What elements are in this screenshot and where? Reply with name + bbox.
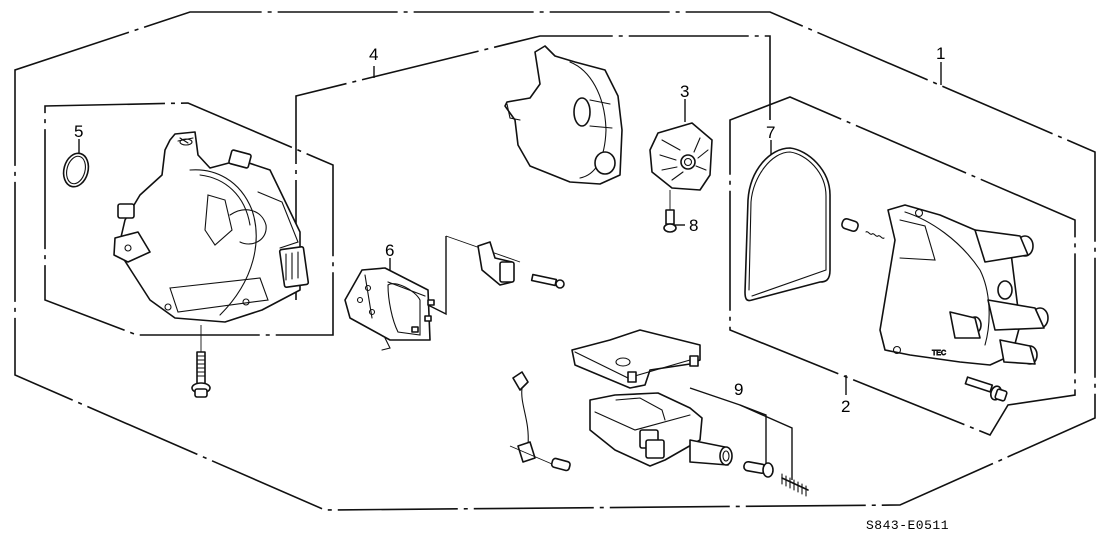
cap-bolt-part bbox=[964, 376, 1008, 402]
callout-3: 3 bbox=[680, 82, 689, 101]
housing-cover-part bbox=[504, 45, 623, 185]
distributor-housing-part bbox=[113, 131, 310, 323]
cap-seal-part bbox=[744, 147, 831, 302]
leader-6-bracket bbox=[427, 236, 447, 316]
housing-subframe bbox=[44, 102, 334, 336]
cap-marking: TEC bbox=[932, 350, 946, 357]
callout-2: 2 bbox=[841, 397, 850, 416]
callout-7: 7 bbox=[766, 123, 775, 142]
callout-5: 5 bbox=[74, 122, 83, 141]
callout-9: 9 bbox=[734, 380, 743, 399]
callout-4: 4 bbox=[369, 45, 378, 64]
cap-spring-part bbox=[841, 218, 885, 239]
coil-terminal-part bbox=[743, 460, 774, 478]
ignition-coil-part bbox=[589, 392, 733, 467]
rotor-screw-part bbox=[663, 190, 677, 233]
callout-1: 1 bbox=[936, 44, 945, 63]
distributor-cap-part: TEC bbox=[879, 204, 1049, 366]
coil-spring-part bbox=[781, 473, 809, 497]
igniter-part bbox=[344, 267, 435, 351]
coil-cover-part bbox=[571, 329, 701, 389]
callout-6: 6 bbox=[385, 241, 394, 260]
igniter-bracket-part bbox=[477, 241, 565, 289]
assembly-frame-outer bbox=[14, 11, 1096, 511]
housing-bolt-part bbox=[191, 351, 211, 398]
reference-code: S843-E0511 bbox=[866, 518, 949, 533]
housing-group-frame bbox=[295, 35, 771, 300]
o-ring-part bbox=[62, 152, 90, 188]
rotor-part bbox=[649, 122, 713, 191]
cap-group-frame bbox=[729, 96, 1076, 436]
ground-wire-part bbox=[509, 371, 571, 472]
leader-9b bbox=[739, 404, 793, 480]
callout-8: 8 bbox=[689, 216, 698, 235]
